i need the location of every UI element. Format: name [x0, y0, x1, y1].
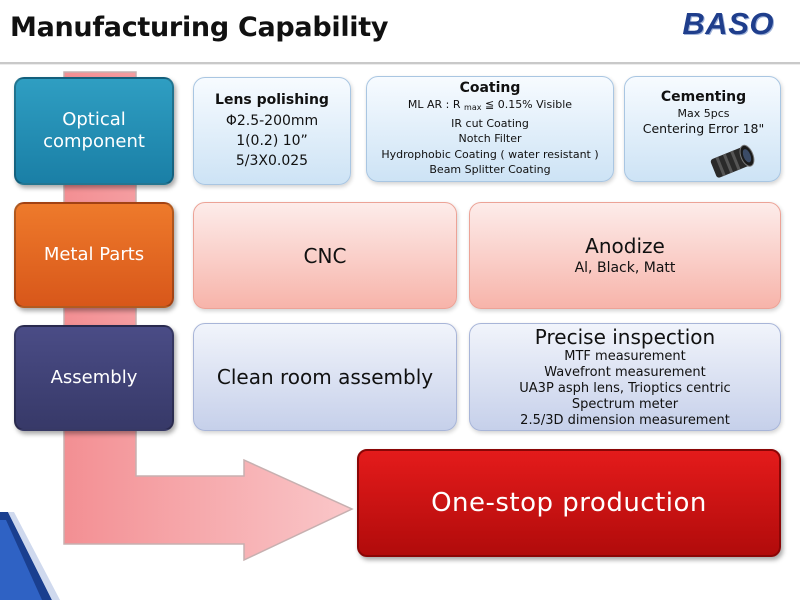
category-optical-component: Optical component: [14, 77, 174, 185]
title-divider-shadow: [0, 64, 800, 65]
inspection-title: Precise inspection: [534, 325, 716, 349]
clean-room-card: Clean room assembly: [193, 323, 457, 431]
page-title: Manufacturing Capability: [10, 12, 389, 43]
coating-ml-ar-suffix: ≦ 0.15% Visible: [481, 98, 573, 112]
cnc-card: CNC: [193, 202, 457, 309]
inspection-line: Wavefront measurement: [544, 365, 706, 380]
inspection-line: 2.5/3D dimension measurement: [520, 413, 730, 428]
category-metal-label: Metal Parts: [43, 244, 145, 266]
title-divider: [0, 62, 800, 64]
category-metal-parts: Metal Parts: [14, 202, 174, 308]
brand-logo: BASO: [682, 6, 774, 41]
category-assembly-label: Assembly: [50, 367, 138, 389]
cementing-line: Centering Error 18": [642, 121, 765, 136]
coating-title: Coating: [459, 80, 521, 97]
category-optical-label: Optical component: [43, 109, 145, 152]
cementing-title: Cementing: [660, 89, 747, 105]
lens-polishing-line: 5/3X0.025: [235, 152, 309, 169]
cementing-text: Cementing Max 5pcs Centering Error 18": [625, 89, 782, 149]
clean-room-label: Clean room assembly: [216, 365, 434, 389]
one-stop-production-label: One-stop production: [431, 488, 707, 518]
coating-line: Beam Splitter Coating: [429, 163, 551, 177]
camera-lens-icon: [710, 144, 755, 178]
inspection-line: UA3P asph lens, Trioptics centric: [519, 381, 731, 396]
anodize-card: Anodize Al, Black, Matt: [469, 202, 781, 309]
coating-ml-ar-prefix: ML AR : R: [407, 98, 461, 112]
cementing-card: Cementing Max 5pcs Centering Error 18": [624, 76, 781, 182]
coating-card: Coating ML AR : R max ≦ 0.15% Visible IR…: [366, 76, 614, 182]
inspection-line: Spectrum meter: [571, 397, 679, 412]
one-stop-production-box: One-stop production: [357, 449, 781, 557]
category-assembly: Assembly: [14, 325, 174, 431]
coating-ml-ar-subscript: max: [464, 103, 482, 113]
cnc-label: CNC: [303, 243, 347, 268]
anodize-title: Anodize: [585, 233, 665, 258]
coating-line: IR cut Coating: [451, 116, 529, 130]
anodize-subtitle: Al, Black, Matt: [574, 259, 676, 276]
lens-polishing-line: 1(0.2) 10”: [236, 132, 308, 149]
lens-polishing-card: Lens polishing Φ2.5-200mm 1(0.2) 10” 5/3…: [193, 77, 351, 185]
lens-polishing-title: Lens polishing: [215, 91, 329, 108]
lens-polishing-line: Φ2.5-200mm: [225, 112, 319, 129]
coating-line: Hydrophobic Coating ( water resistant ): [381, 147, 599, 161]
inspection-card: Precise inspection MTF measurement Wavef…: [469, 323, 781, 431]
coating-ml-ar-line: ML AR : R max ≦ 0.15% Visible: [408, 97, 572, 116]
inspection-line: MTF measurement: [564, 349, 686, 364]
cementing-line: Max 5pcs: [677, 107, 730, 120]
coating-line: Notch Filter: [458, 132, 522, 146]
